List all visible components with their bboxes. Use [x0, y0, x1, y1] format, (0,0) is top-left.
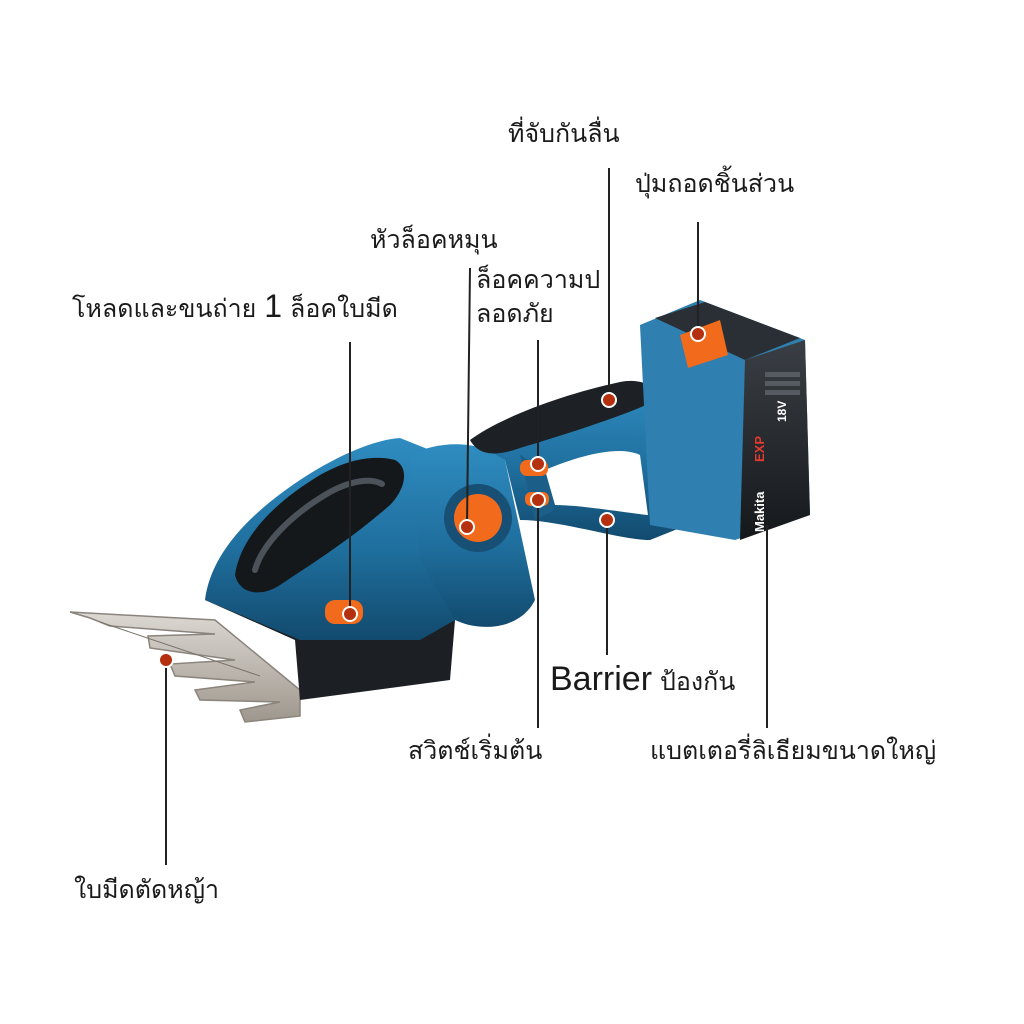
- label-safety-lock-line2: ลอดภัย: [476, 299, 554, 328]
- rotating-neck: [410, 444, 535, 627]
- battery-print: Makita EXP 18V: [752, 401, 789, 532]
- label-anti-slip-grip: ที่จับกันลื่น: [508, 119, 620, 148]
- label-load-unload-num: 1: [264, 288, 283, 324]
- label-load-unload-pre: โหลดและขนถ่าย: [72, 294, 257, 323]
- label-release-button: ปุ่มถอดชิ้นส่วน: [635, 169, 795, 198]
- leader-lines: [165, 168, 768, 865]
- callout-markers: [158, 326, 706, 668]
- battery-voltage: 18V: [775, 401, 789, 422]
- label-barrier-latin: Barrier: [550, 660, 653, 698]
- label-blade: ใบมีดตัดหญ้า: [74, 875, 220, 904]
- head-housing: [205, 438, 455, 700]
- battery-brand: Makita: [752, 491, 767, 532]
- label-rotating-lock-head: หัวล็อคหมุน: [370, 225, 498, 254]
- label-barrier-thai: ป้องกัน: [659, 667, 736, 696]
- label-battery: แบตเตอรี่ลิเธียมขนาดใหญ่: [650, 736, 937, 765]
- label-barrier: Barrier ป้องกัน: [550, 660, 735, 699]
- battery-pack: [640, 300, 810, 540]
- label-load-unload-blade-lock: โหลดและขนถ่าย 1 ล็อคใบมีด: [72, 288, 398, 325]
- label-load-unload-post: ล็อคใบมีด: [290, 294, 398, 323]
- cutting-blade: [69, 611, 301, 723]
- battery-logo: EXP: [752, 436, 767, 462]
- label-safety-lock-line1: ล็อคความป: [476, 265, 601, 294]
- label-start-switch: สวิตช์เริ่มต้น: [408, 736, 543, 765]
